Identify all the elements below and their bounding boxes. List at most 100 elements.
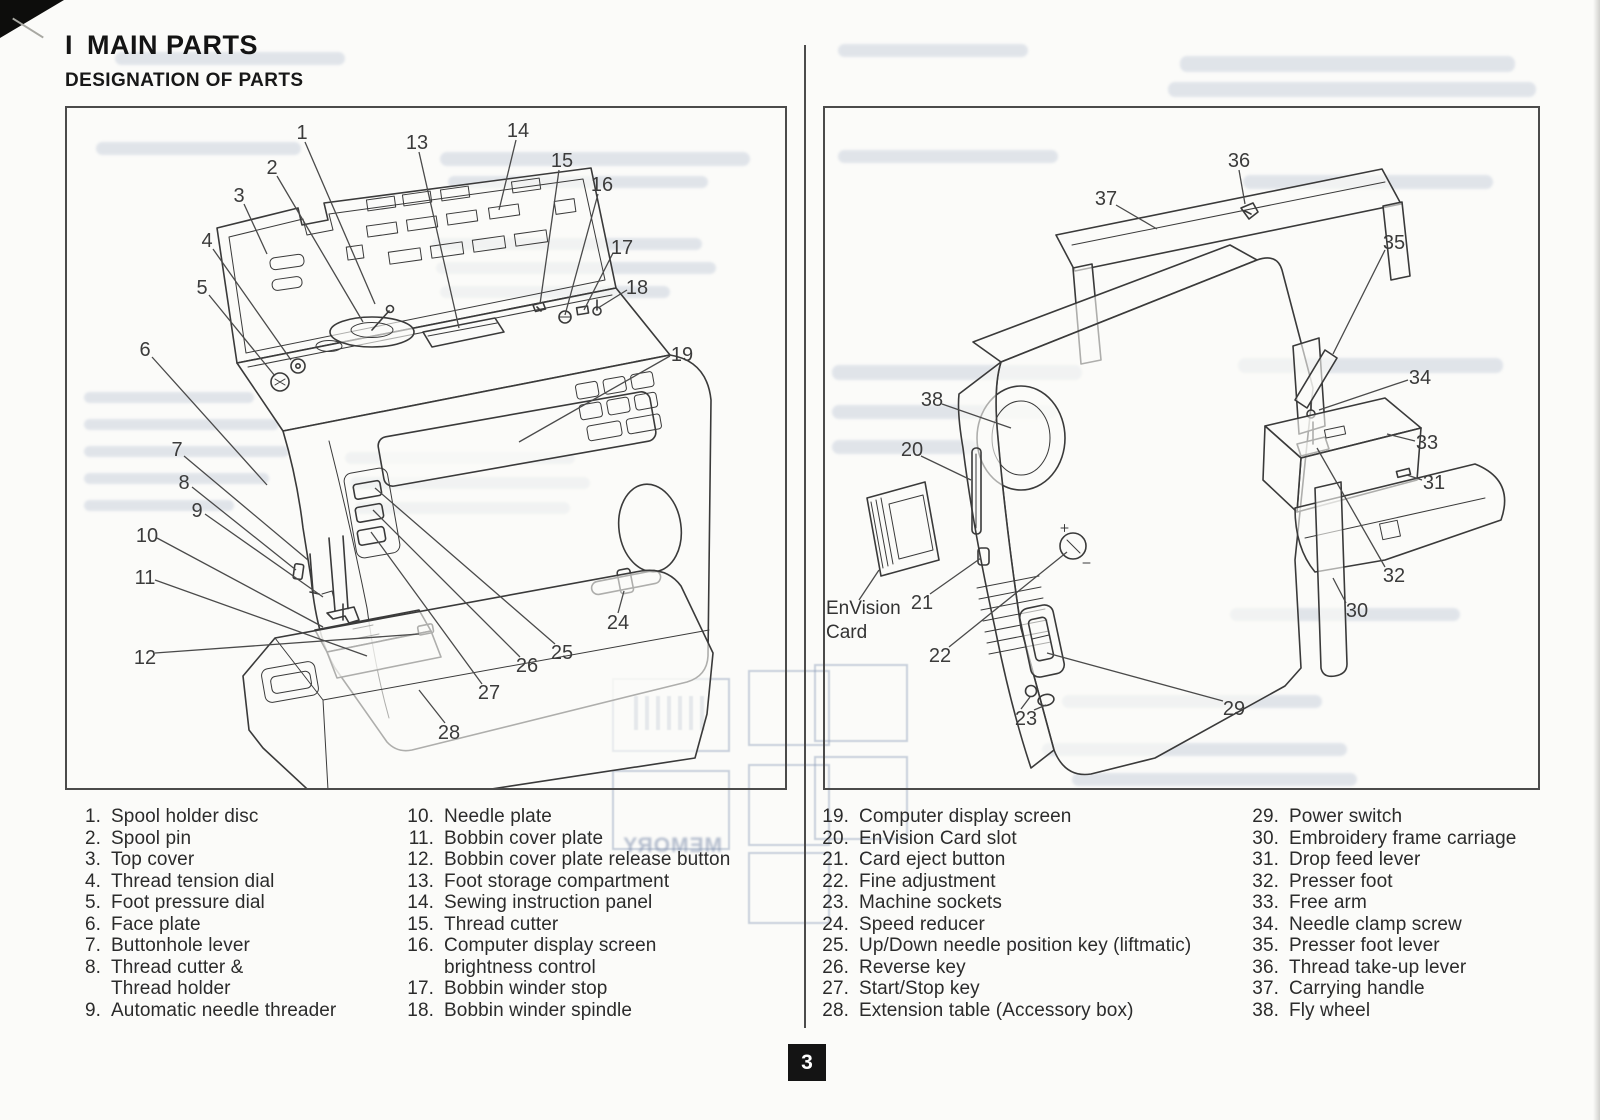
callout-leader-line — [154, 633, 420, 654]
part-number: 34. — [1252, 913, 1279, 935]
part-number: 6. — [84, 913, 101, 935]
part-label: Bobbin cover plate — [444, 827, 604, 849]
part-number: 31. — [1252, 849, 1279, 870]
envision-card-label: EnVision Card — [826, 597, 901, 645]
part-label: Spool pin — [111, 827, 192, 849]
callout-leader-line — [276, 175, 364, 323]
bleed-through-text-artifact — [838, 150, 1058, 163]
callout-number: 32 — [1383, 565, 1405, 587]
page-subtitle: DESIGNATION OF PARTS — [65, 70, 304, 91]
callout-number: 20 — [901, 439, 923, 461]
callout-leader-line — [418, 151, 460, 329]
part-number: 14. — [407, 892, 434, 913]
part-item: 21.Card eject button — [813, 849, 1238, 871]
part-label: Card eject button — [859, 849, 1006, 870]
part-item: 3.Top cover — [65, 849, 395, 871]
part-label: Embroidery frame carriage — [1289, 827, 1517, 849]
callout-leader-line — [1033, 704, 1047, 711]
part-number: 27. — [822, 978, 849, 999]
part-number: 9. — [84, 999, 101, 1021]
callout-number: 6 — [139, 339, 150, 361]
part-number: 29. — [1252, 806, 1279, 827]
envision-card-label-line1: EnVision — [826, 598, 901, 619]
callout-number: 27 — [478, 682, 500, 704]
callout-number: 12 — [134, 647, 156, 669]
callout-number: 16 — [591, 174, 613, 196]
callout-number: 30 — [1346, 600, 1368, 622]
part-number: 37. — [1252, 978, 1279, 999]
part-number: 25. — [822, 935, 849, 956]
bleed-through-box-artifact — [748, 764, 830, 846]
part-item: 4. Thread tension dial — [65, 871, 395, 893]
callout-number: 26 — [516, 655, 538, 677]
callout-leader-line — [498, 139, 517, 211]
part-number: 23. — [822, 892, 849, 913]
bleed-through-box-artifact — [748, 852, 830, 924]
bleed-through-box-artifact — [814, 756, 908, 840]
callout-leader-line — [1046, 652, 1224, 702]
part-label: Free arm — [1289, 892, 1367, 913]
bleed-through-text-artifact — [84, 500, 234, 511]
part-label: Up/Down needle position key (liftmatic) — [859, 935, 1192, 956]
part-number: 2. — [84, 827, 101, 849]
part-label: Drop feed lever — [1289, 849, 1421, 870]
part-label: Machine sockets — [859, 892, 1003, 913]
callout-number: 37 — [1095, 188, 1117, 210]
bleed-through-text-artifact — [84, 392, 254, 403]
callout-leader-line — [418, 689, 446, 724]
part-item: 25. Up/Down needle position key (liftmati… — [813, 935, 1238, 957]
part-item: 13.Foot storage compartment — [398, 871, 810, 893]
bleed-through-text-artifact — [838, 44, 1028, 57]
callout-number: 5 — [196, 277, 207, 299]
callout-number: 11 — [135, 567, 156, 589]
scan-edge-shadow — [1593, 0, 1600, 1120]
callout-leader-line — [858, 569, 880, 601]
callout-leader-line — [183, 455, 309, 561]
part-number: 3. — [84, 849, 101, 870]
part-number: 17. — [407, 978, 434, 999]
callout-number: 19 — [671, 344, 693, 366]
callout-leader-line — [204, 513, 324, 598]
part-label: Thread tension dial — [111, 870, 275, 892]
part-label: Fine adjustment — [859, 870, 996, 892]
part-item: 17. Bobbin winder stop — [398, 978, 810, 1000]
bleed-through-text-artifact — [1168, 82, 1536, 97]
part-item: 27.Start/Stop key — [813, 978, 1238, 1000]
part-number: 28. — [822, 999, 849, 1021]
callout-leader-line — [583, 252, 614, 311]
part-number: 8. — [84, 956, 101, 978]
callout-leader-line — [1318, 379, 1409, 411]
part-label: Bobbin winder spindle — [444, 999, 632, 1021]
part-number: 4. — [84, 870, 101, 892]
part-item: 36.Thread take-up lever — [1243, 957, 1583, 979]
callout-number: 28 — [438, 722, 460, 744]
part-number: 32. — [1252, 870, 1279, 892]
callout-number: 31 — [1423, 472, 1445, 494]
part-item: 28.Extension table (Accessory box) — [813, 1000, 1238, 1022]
part-item: 2. Spool pin — [65, 828, 395, 850]
part-item: 24.Speed reducer — [813, 914, 1238, 936]
bleed-through-text-artifact — [115, 52, 345, 65]
part-label: Presser foot — [1289, 870, 1393, 892]
part-item: 34.Needle clamp screw — [1243, 914, 1583, 936]
center-divider-line — [804, 45, 806, 1028]
part-item: 23. Machine sockets — [813, 892, 1238, 914]
callout-leader-line — [1238, 169, 1246, 205]
part-item: 38.Fly wheel — [1243, 1000, 1583, 1022]
part-label: EnVision Card slot — [859, 827, 1017, 849]
callout-number: 18 — [626, 277, 648, 299]
part-label: Foot pressure dial — [111, 892, 265, 913]
part-label: Thread take-up lever — [1289, 956, 1467, 978]
callout-leader-line — [1332, 577, 1347, 604]
part-label: Bobbin winder stop — [444, 978, 608, 999]
part-number: 10. — [407, 806, 434, 827]
bleed-through-text-artifact — [1180, 56, 1515, 72]
callout-leader-line — [539, 169, 560, 305]
part-item: 7.Buttonhole lever — [65, 935, 395, 957]
callout-number: 4 — [201, 230, 212, 252]
